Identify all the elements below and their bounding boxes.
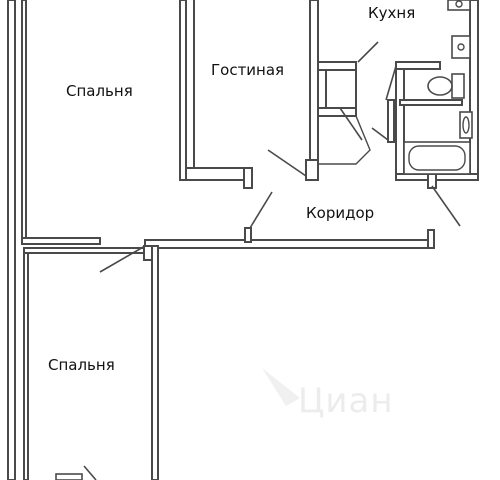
bath-left-wall [395, 61, 405, 179]
bedroom-top-left-wall [21, 0, 27, 239]
washbasin-bowl-icon [462, 116, 470, 134]
wardrobe [318, 115, 371, 165]
living-bottom-stub [243, 167, 253, 189]
watermark-text: Циан [298, 381, 394, 421]
living-right-bottom [305, 159, 319, 181]
bath-right-wall [469, 0, 479, 181]
doors [55, 41, 461, 480]
left-outer-wall [7, 0, 16, 480]
living-left-wall [179, 0, 187, 181]
bath-top-wall [395, 61, 441, 70]
watermark: Циан [262, 368, 394, 421]
corridor-bottom-wall [144, 239, 434, 249]
room-labels: Спальня Гостиная Кухня Коридор Спальня [48, 4, 415, 374]
bedroom-top-bottom-wall [21, 237, 101, 245]
walls [7, 0, 479, 480]
toilet-tank [451, 73, 465, 99]
kitchen-counter [447, 0, 471, 11]
label-living-room: Гостиная [211, 61, 284, 79]
corridor-right-stub [427, 229, 435, 249]
bathtub-basin-icon [408, 145, 466, 171]
bath-bottom-stub [427, 173, 437, 189]
kitchen-sink [451, 35, 471, 59]
living-right-wall [309, 0, 319, 181]
kitchen-stub-top [317, 61, 357, 71]
stove-burner-icon [455, 0, 463, 8]
bedroom-bottom-right-wall [151, 245, 159, 480]
door-niche [339, 107, 363, 141]
balcony-door-frame [55, 473, 83, 480]
bedroom-bottom-corner [143, 245, 153, 261]
washbasin [459, 111, 473, 139]
door-bedroom-bottom [99, 245, 146, 273]
door-living-room [267, 149, 307, 177]
label-kitchen: Кухня [368, 4, 415, 22]
corridor-mid-stub [244, 227, 252, 243]
label-bedroom-top: Спальня [66, 82, 133, 100]
sink-drain-icon [457, 43, 465, 51]
label-corridor: Коридор [306, 204, 374, 222]
wardrobe-outline [318, 115, 371, 165]
bedroom-bottom-left-wall [23, 249, 29, 480]
toilet-bowl-icon [427, 76, 453, 96]
door-corridor-bedroom-top [249, 191, 273, 229]
door-bedroom-bottom-balcony [83, 465, 97, 480]
fixtures [403, 0, 473, 175]
watermark-logo-icon [262, 368, 300, 406]
door-kitchen [357, 41, 379, 63]
door-toilet [385, 65, 397, 101]
living-bottom-wall-left [185, 167, 253, 181]
bath-entry-stub [387, 99, 395, 143]
door-bath [371, 127, 389, 141]
label-bedroom-bottom: Спальня [48, 356, 115, 374]
bedroom-bottom-top-wall [23, 247, 145, 254]
toilet-bath-divider [399, 99, 463, 106]
kitchen-stub-mid [317, 107, 357, 117]
door-corridor-right [431, 185, 461, 227]
